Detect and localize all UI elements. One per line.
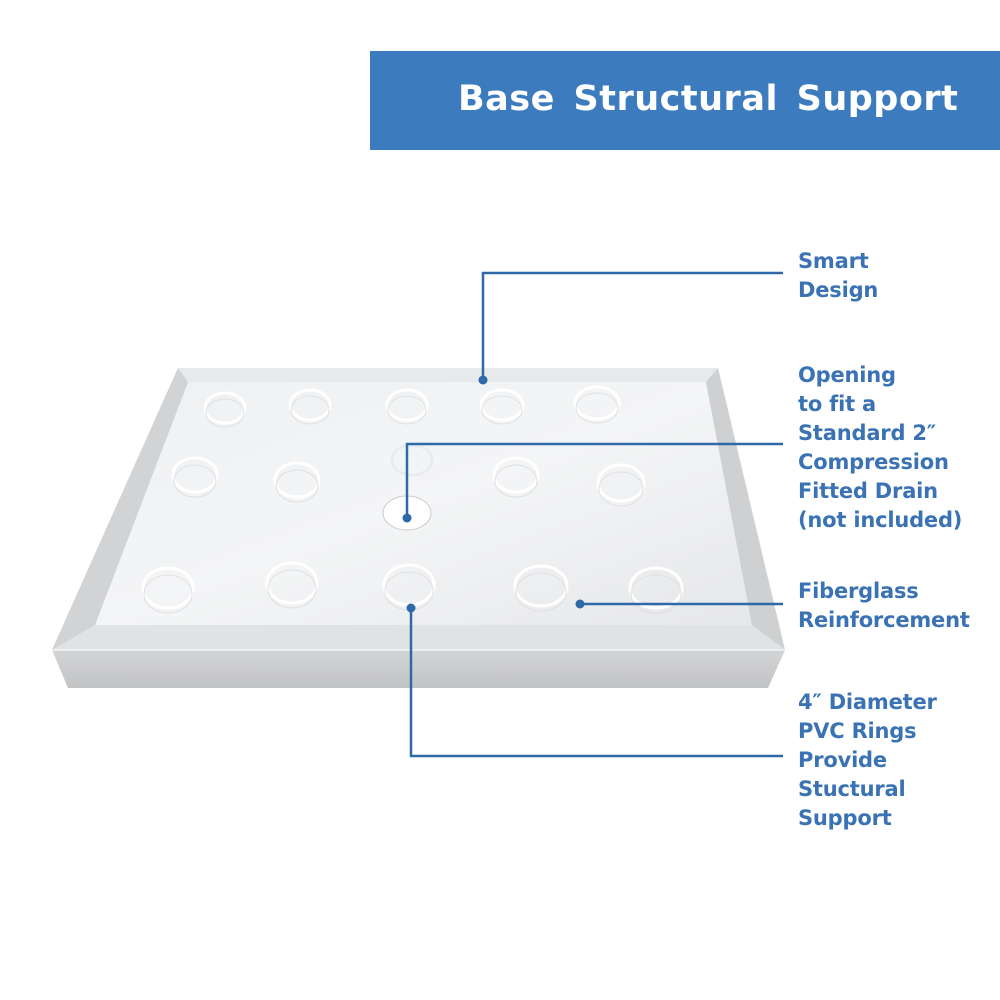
callout-line-drain [405,442,783,518]
callout-pvc-rings: 4″ Diameter PVC Rings Provide Stuctural … [798,690,937,830]
callout-line-smart-design [481,271,783,380]
callout-fiberglass: Fiberglass Reinforcement [798,579,970,632]
callout-smart-design: Smart Design [798,249,879,302]
callout-dot-fiberglass [575,599,585,609]
callout-dot-pvc-rings [406,603,416,613]
page-title: Base Structural Support [458,79,959,119]
callout-drain-opening: Opening to fit a Standard 2″ Compression… [798,363,963,532]
callout-dot-drain [402,513,412,523]
title-banner: Base Structural Support [370,51,1000,150]
callout-line-pvc-rings [409,608,783,758]
callout-dot-smart-design [478,375,488,385]
